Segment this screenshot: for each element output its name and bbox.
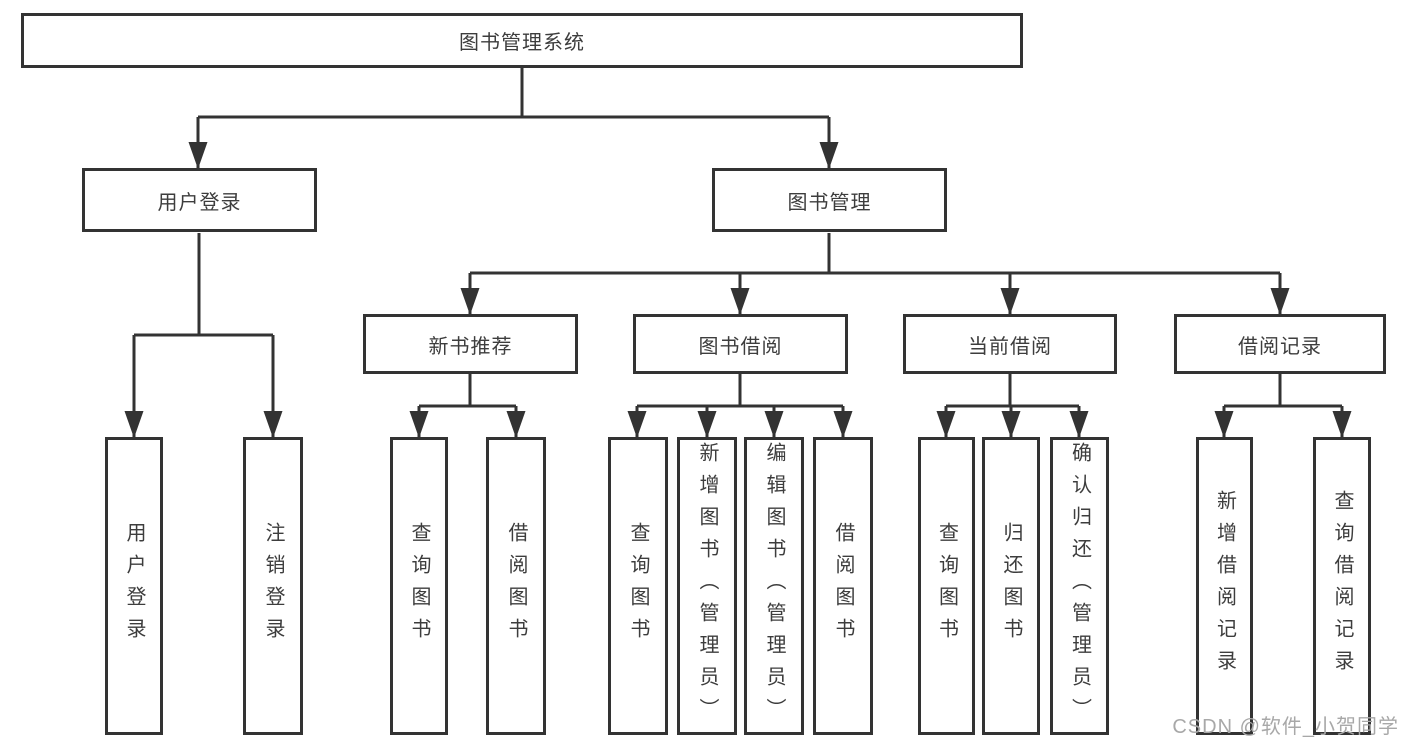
leaf-user-login-label: 用户登录 <box>123 522 145 650</box>
leaf-cb-return-books-label: 归还图书 <box>1000 522 1022 650</box>
leaf-rec-query-books-label: 查询图书 <box>408 522 430 650</box>
node-root-system: 图书管理系统 <box>21 13 1023 68</box>
leaf-bb-query-books-label: 查询图书 <box>627 522 649 650</box>
leaf-rec-borrow-books: 借阅图书 <box>486 437 546 735</box>
leaf-rec-borrow-books-label: 借阅图书 <box>505 522 527 650</box>
node-new-book-recommend: 新书推荐 <box>363 314 578 374</box>
leaf-bb-borrow-books-label: 借阅图书 <box>832 522 854 650</box>
leaf-rec-query-books: 查询图书 <box>390 437 448 735</box>
node-book-management: 图书管理 <box>712 168 947 232</box>
node-book-borrowing: 图书借阅 <box>633 314 848 374</box>
leaf-cb-query-books-label: 查询图书 <box>935 522 958 650</box>
csdn-watermark: CSDN @软件_小贺同学 <box>1172 716 1399 738</box>
leaf-bb-add-books-admin-label: 新增图书（管理员） <box>696 442 718 730</box>
leaf-logout: 注销登录 <box>243 437 303 735</box>
leaf-bb-borrow-books: 借阅图书 <box>813 437 873 735</box>
node-borrowing-records: 借阅记录 <box>1174 314 1386 374</box>
leaf-br-add-record-label: 新增借阅记录 <box>1213 490 1236 682</box>
leaf-cb-confirm-return-admin-label: 确认归还（管理员） <box>1068 442 1091 730</box>
leaf-br-query-record: 查询借阅记录 <box>1313 437 1371 735</box>
leaf-bb-edit-books-admin: 编辑图书（管理员） <box>744 437 804 735</box>
leaf-bb-add-books-admin: 新增图书（管理员） <box>677 437 737 735</box>
leaf-br-query-record-label: 查询借阅记录 <box>1331 490 1353 682</box>
node-current-borrowing: 当前借阅 <box>903 314 1117 374</box>
leaf-bb-edit-books-admin-label: 编辑图书（管理员） <box>763 442 785 730</box>
leaf-logout-label: 注销登录 <box>262 522 284 650</box>
leaf-cb-confirm-return-admin: 确认归还（管理员） <box>1050 437 1109 735</box>
leaf-cb-query-books: 查询图书 <box>918 437 975 735</box>
leaf-br-add-record: 新增借阅记录 <box>1196 437 1253 735</box>
node-user-login: 用户登录 <box>82 168 317 232</box>
leaf-bb-query-books: 查询图书 <box>608 437 668 735</box>
leaf-user-login: 用户登录 <box>105 437 163 735</box>
leaf-cb-return-books: 归还图书 <box>982 437 1040 735</box>
